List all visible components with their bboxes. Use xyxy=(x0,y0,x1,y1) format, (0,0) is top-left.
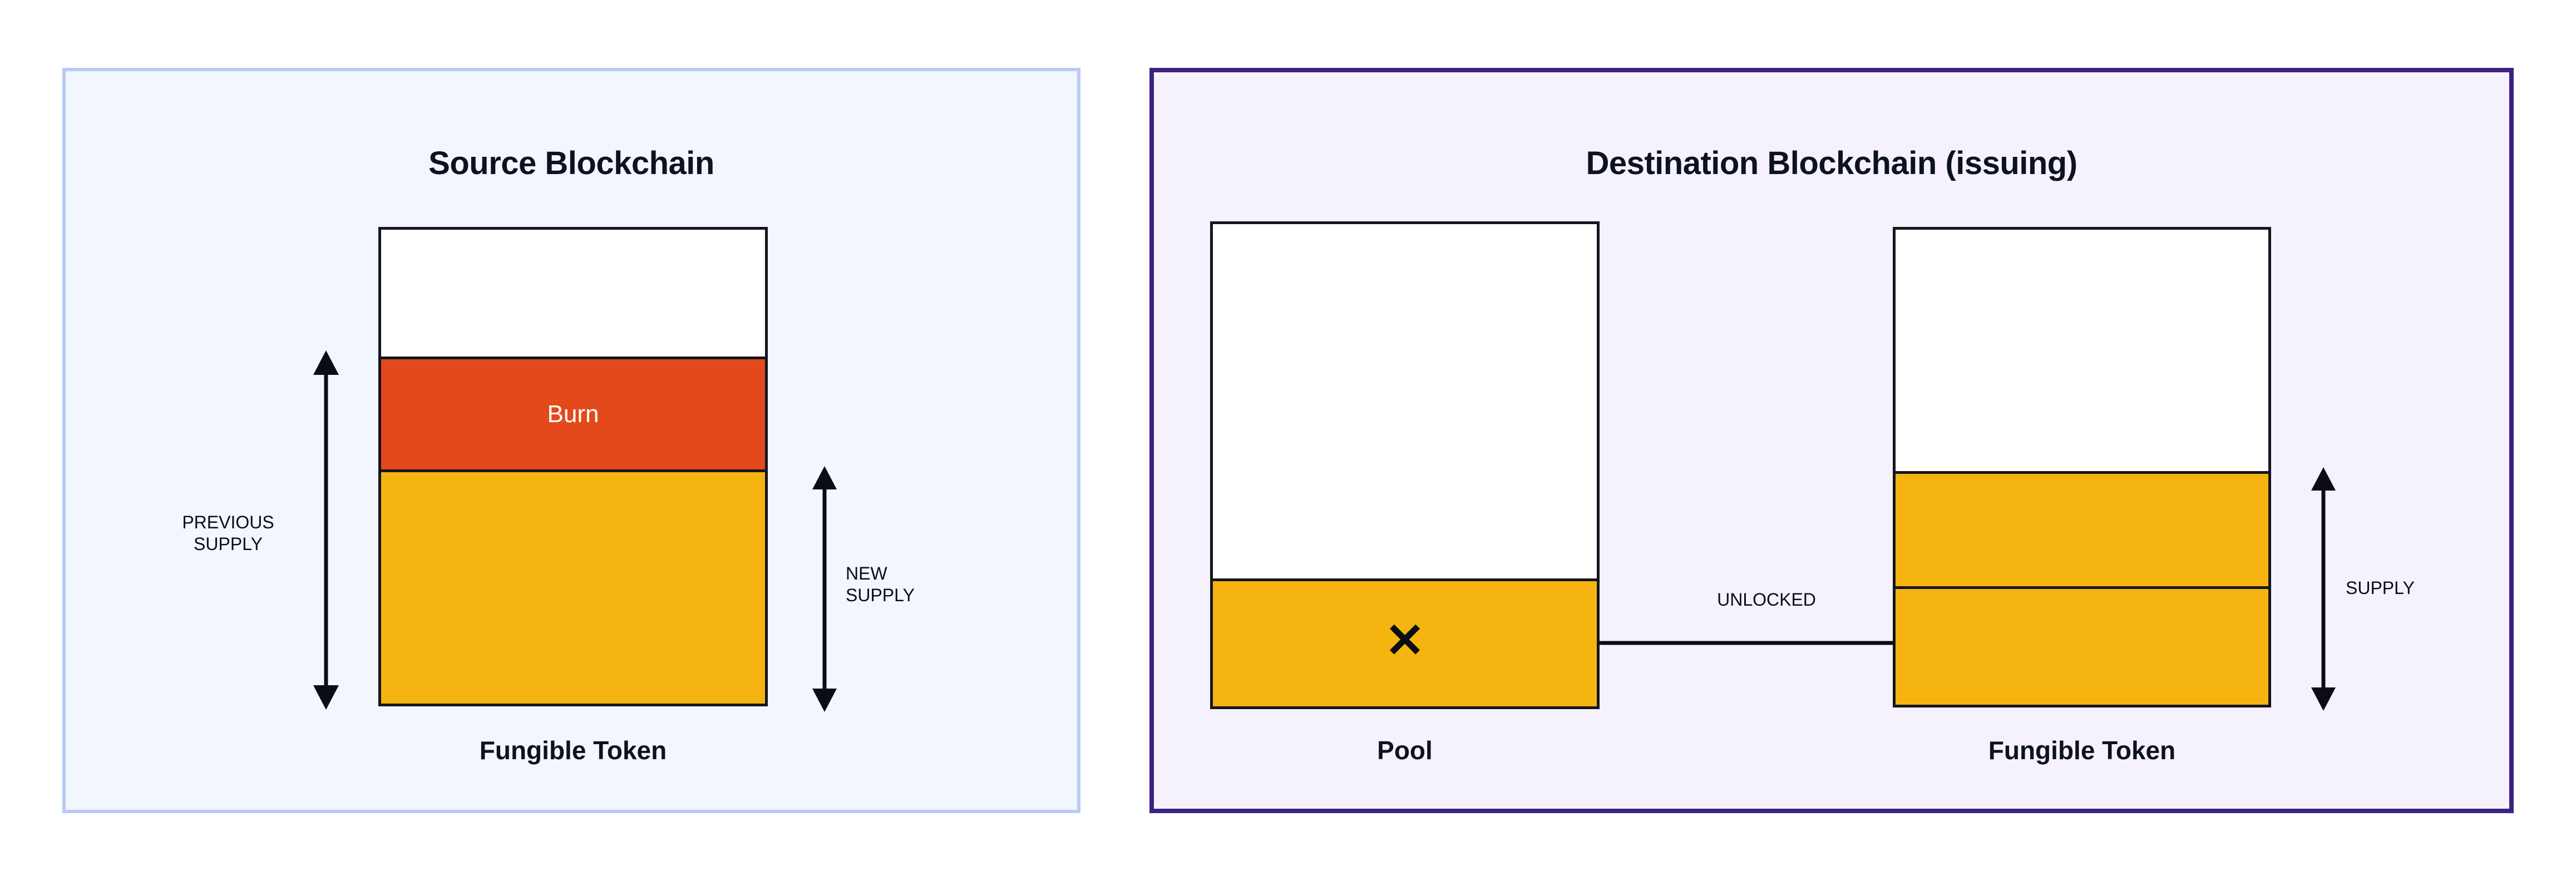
source-token-segment-burn: Burn xyxy=(381,357,765,472)
new-supply-arrow xyxy=(810,466,839,712)
source-panel-title: Source Blockchain xyxy=(428,145,714,181)
pool-segment-empty xyxy=(1213,224,1597,578)
destination-token-segment-empty xyxy=(1896,230,2268,471)
source-token-segment-remaining-supply xyxy=(381,472,765,704)
destination-fungible-token-box xyxy=(1893,227,2271,707)
destination-panel-title: Destination Blockchain (issuing) xyxy=(1586,145,2077,181)
source-fungible-token-box: Burn xyxy=(378,227,768,706)
burn-label: Burn xyxy=(547,400,599,428)
pool-caption: Pool xyxy=(1377,736,1433,765)
source-token-caption: Fungible Token xyxy=(479,736,667,765)
pool-box xyxy=(1210,221,1600,709)
cross-mark-icon: ✕ xyxy=(1384,614,1425,667)
unlocked-flow-arrow xyxy=(1600,627,1933,659)
previous-supply-label: PREVIOUS SUPPLY xyxy=(182,512,274,555)
unlocked-flow-label: UNLOCKED xyxy=(1717,590,1816,610)
destination-token-segment-unlocked-supply xyxy=(1896,586,2268,705)
destination-token-caption: Fungible Token xyxy=(1988,736,2176,765)
source-token-segment-empty xyxy=(381,230,765,357)
pool-segment-locked-removed xyxy=(1213,578,1597,706)
previous-supply-arrow xyxy=(312,350,340,710)
supply-arrow xyxy=(2309,467,2338,711)
supply-label: SUPPLY xyxy=(2346,578,2415,598)
new-supply-label: NEW SUPPLY xyxy=(846,563,915,606)
destination-token-segment-existing-supply xyxy=(1896,471,2268,586)
